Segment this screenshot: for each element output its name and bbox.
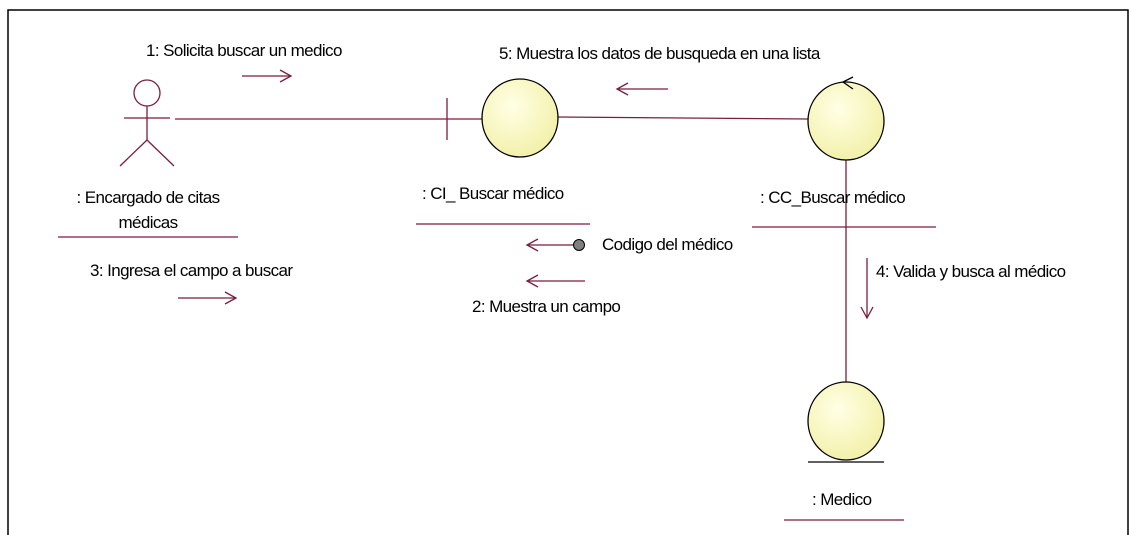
boundary-object[interactable]	[446, 78, 559, 158]
control-object-name: : CC_Buscar médico	[760, 188, 906, 207]
actor-figure[interactable]	[119, 79, 175, 167]
message-3-label: 3: Ingresa el campo a buscar	[90, 261, 293, 280]
message-arrow-1	[242, 69, 293, 83]
boundary-object-name: : CI_ Buscar médico	[422, 184, 564, 203]
entity-object-name: : Medico	[812, 490, 872, 509]
data-flow-arrow	[525, 238, 578, 252]
message-arrow-5	[615, 82, 668, 96]
control-object[interactable]	[807, 76, 885, 161]
data-flow-label: Codigo del médico	[602, 235, 733, 254]
message-2-label: 2: Muestra un campo	[472, 297, 621, 316]
link-boundary-control	[557, 116, 809, 120]
actor-name-line2: médicas	[118, 213, 178, 232]
message-arrow-4	[860, 258, 874, 320]
entity-object[interactable]	[807, 381, 885, 463]
message-1-label: 1: Solicita buscar un medico	[146, 41, 342, 60]
message-arrow-3	[178, 291, 238, 305]
data-flow-dot	[573, 239, 585, 251]
actor-name-line1: : Encargado de citas	[76, 188, 221, 207]
message-arrow-2	[525, 274, 585, 288]
message-4-label: 4: Valida y busca al médico	[876, 262, 1066, 281]
diagram-frame	[7, 9, 1129, 535]
message-5-label: 5: Muestra los datos de busqueda en una …	[499, 44, 820, 63]
